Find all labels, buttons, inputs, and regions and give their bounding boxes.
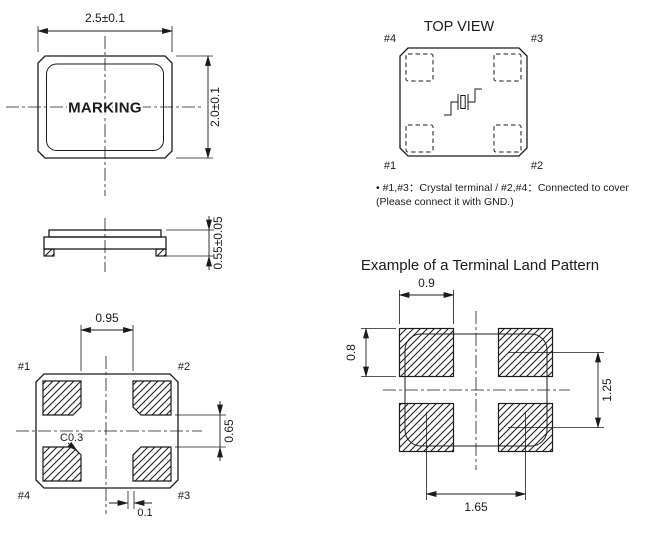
top-view-pin-3-label: #3 bbox=[531, 33, 543, 45]
dim-thickness: 0.55±0.05 bbox=[166, 216, 225, 270]
bottom-view-package-outline bbox=[35, 373, 179, 489]
land-pattern: Example of a Terminal Land Pattern 0.9 0… bbox=[344, 257, 614, 514]
top-view-pin-1-label: #1 bbox=[384, 160, 396, 172]
dim-land-pad-height-label: 0.8 bbox=[344, 344, 358, 361]
terminal-pad-2-hidden bbox=[493, 124, 522, 153]
package-lid-outline bbox=[46, 63, 164, 151]
dim-pad-gap-x-label: 0.95 bbox=[95, 311, 119, 325]
land-pattern-package-outline bbox=[404, 333, 548, 447]
dim-pad-gap-y: 0.65 bbox=[175, 401, 236, 461]
land-pad-top-left bbox=[398, 327, 455, 378]
top-view-title: TOP VIEW bbox=[424, 19, 495, 35]
top-view: TOP VIEW #4 #3 #1 #2 • #1,#3：Crystal ter… bbox=[376, 19, 629, 208]
bottom-pad-2 bbox=[132, 380, 172, 416]
dim-land-pad-width-label: 0.9 bbox=[418, 276, 435, 290]
dim-land-pad-width: 0.9 bbox=[398, 276, 455, 324]
dim-package-height-label: 2.0±0.1 bbox=[208, 87, 222, 127]
terminal-note-line1: • #1,#3：Crystal terminal / #2,#4：Connect… bbox=[376, 182, 629, 194]
package-body-outline bbox=[37, 55, 173, 159]
terminal-pad-4-hidden bbox=[405, 53, 434, 82]
bottom-pad-4 bbox=[42, 446, 82, 482]
dim-land-pitch-horizontal-label: 1.65 bbox=[464, 500, 488, 514]
bottom-view-pin-1-label: #1 bbox=[18, 361, 30, 373]
top-view-pin-4-label: #4 bbox=[384, 33, 396, 45]
bottom-pad-3 bbox=[132, 446, 172, 482]
side-view-body bbox=[43, 236, 167, 250]
dim-package-width: 2.5±0.1 bbox=[37, 11, 173, 52]
bottom-pad-1 bbox=[42, 380, 82, 416]
bottom-view: #1 #2 #4 #3 0.95 0.65 C0.3 0.1 bbox=[16, 311, 236, 519]
terminal-pad-1-hidden bbox=[405, 124, 434, 153]
side-view-terminal-right bbox=[155, 248, 167, 257]
terminal-note-line2: (Please connect it with GND.) bbox=[376, 196, 514, 208]
dim-land-pitch-vertical-label: 1.25 bbox=[600, 378, 614, 402]
terminal-pad-3-hidden bbox=[493, 53, 522, 82]
bottom-view-pin-2-label: #2 bbox=[178, 361, 190, 373]
bottom-view-pin-3-label: #3 bbox=[178, 490, 190, 502]
bottom-view-pin-4-label: #4 bbox=[18, 490, 30, 502]
top-view-pin-2-label: #2 bbox=[531, 160, 543, 172]
dim-package-width-label: 2.5±0.1 bbox=[85, 11, 125, 25]
dim-land-pitch-horizontal: 1.65 bbox=[425, 412, 527, 514]
dim-edge-gap-label: 0.1 bbox=[137, 507, 152, 519]
dim-package-height: 2.0±0.1 bbox=[176, 55, 222, 159]
dim-edge-gap: 0.1 bbox=[109, 491, 153, 519]
marking-label: MARKING bbox=[68, 100, 142, 117]
dim-land-pitch-vertical: 1.25 bbox=[508, 351, 614, 429]
outline-view: MARKING 2.5±0.1 2.0±0.1 bbox=[6, 11, 222, 196]
dim-pad-gap-y-label: 0.65 bbox=[222, 419, 236, 443]
dim-land-pad-height: 0.8 bbox=[344, 327, 396, 378]
land-pattern-title: Example of a Terminal Land Pattern bbox=[361, 257, 599, 274]
crystal-symbol bbox=[444, 88, 482, 116]
top-view-package-outline bbox=[399, 47, 528, 157]
chamfer-callout: C0.3 bbox=[60, 432, 83, 452]
dim-pad-gap-x: 0.95 bbox=[80, 311, 134, 371]
side-view: 0.55±0.05 bbox=[43, 216, 225, 272]
side-view-terminal-left bbox=[43, 248, 55, 257]
dim-thickness-label: 0.55±0.05 bbox=[211, 216, 225, 270]
chamfer-label: C0.3 bbox=[60, 432, 83, 444]
